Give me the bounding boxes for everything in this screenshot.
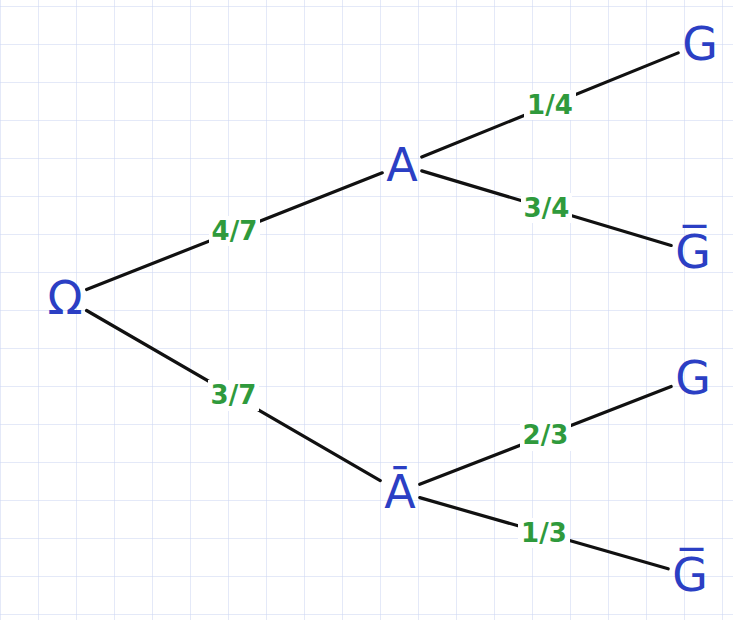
probability-label: 3/4: [521, 193, 573, 224]
event-label: G̅: [675, 227, 711, 278]
tree-branch: [87, 310, 381, 480]
outcome-node: G: [678, 17, 722, 72]
root-node: Ω: [43, 271, 86, 326]
probability-label: 3/7: [208, 380, 260, 411]
event-label: Ā: [384, 467, 415, 518]
tree-branch: [87, 173, 383, 290]
outcome-node: G̅: [671, 225, 715, 280]
outcome-node: Ā: [380, 465, 419, 520]
probability-label: 2/3: [520, 420, 572, 451]
outcome-node: A: [382, 138, 421, 193]
outcome-node: G̅: [668, 548, 712, 603]
event-label: Ω: [47, 273, 82, 324]
event-label: G: [682, 19, 718, 70]
tree-branch: [420, 498, 668, 569]
outcome-node: G: [671, 351, 715, 406]
event-label: G̅: [672, 550, 708, 601]
event-label: G: [675, 353, 711, 404]
event-label: A: [386, 140, 417, 191]
probability-label: 4/7: [209, 216, 261, 247]
tree-branch: [422, 53, 678, 157]
tree-branch: [420, 386, 671, 484]
tree-branch: [422, 171, 671, 246]
probability-label: 1/3: [518, 518, 570, 549]
probability-label: 1/4: [524, 90, 576, 121]
